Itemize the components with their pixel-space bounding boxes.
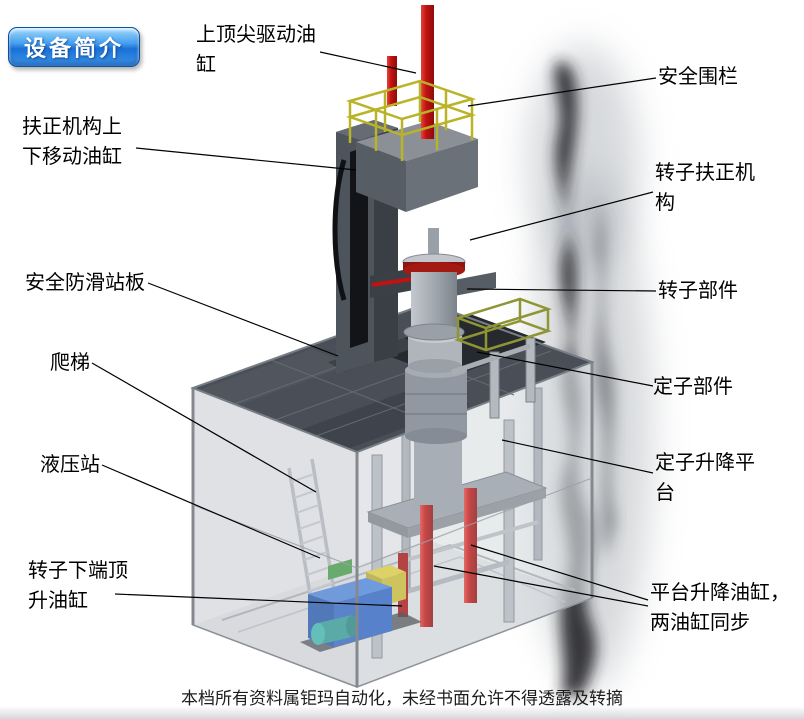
leader-lines bbox=[91, 51, 657, 607]
label-safety-antislip-plate: 安全防滑站板 bbox=[25, 272, 145, 294]
centering-cylinder-rod bbox=[387, 56, 397, 106]
column-head bbox=[356, 121, 478, 212]
title-badge-text: 设备简介 bbox=[23, 36, 124, 61]
label-top-center-drive-cylinder: 上顶尖驱动油缸 bbox=[196, 24, 316, 76]
leader-rotor-centering bbox=[469, 191, 654, 241]
safety-railing bbox=[345, 79, 477, 161]
label-safety-fence: 安全围栏 bbox=[658, 66, 738, 88]
label-hydraulic-station: 液压站 bbox=[40, 454, 100, 476]
leader-platform-cyl-1 bbox=[470, 544, 649, 601]
label-stator-lift-platform: 定子升降平台 bbox=[655, 452, 755, 504]
label-platform-lift-cylinders: 平台升降油缸，两油缸同步 bbox=[650, 582, 790, 634]
rotor-assembly bbox=[370, 228, 496, 341]
lift-frame bbox=[366, 387, 548, 659]
pit-front-walls bbox=[191, 360, 594, 689]
platform-cylinder-rod-right bbox=[464, 488, 477, 603]
leader-antislip-plate bbox=[147, 282, 339, 357]
leader-rotor-component bbox=[466, 288, 657, 292]
drive-cylinder-rods bbox=[387, 5, 434, 139]
leader-platform-cyl-2 bbox=[433, 565, 649, 607]
leader-safety-fence bbox=[467, 77, 657, 107]
footer-copyright: 本档所有资料属钜玛自动化，未经书面允许不得透露及转摘 bbox=[181, 689, 623, 708]
title-badge: 设备简介 bbox=[8, 27, 140, 67]
leader-rotor-jack bbox=[114, 593, 403, 607]
label-ladder: 爬梯 bbox=[50, 352, 90, 374]
leader-ladder bbox=[91, 362, 317, 493]
hydraulic-station-unit bbox=[300, 559, 422, 652]
leader-centering-cylinder bbox=[135, 147, 357, 171]
platform-cylinder-rod-left bbox=[420, 505, 433, 627]
label-rotor-centering-mechanism: 转子扶正机构 bbox=[655, 162, 755, 214]
leader-top-cylinder bbox=[319, 51, 417, 74]
label-stator-component: 定子部件 bbox=[653, 376, 733, 398]
bottom-shade bbox=[0, 706, 804, 719]
leader-lift-platform bbox=[501, 439, 654, 474]
top-drive-cylinder-rod bbox=[421, 5, 434, 139]
stator-assembly bbox=[405, 329, 467, 444]
leader-hydraulic-station bbox=[101, 464, 321, 559]
leader-stator-component bbox=[476, 351, 654, 387]
lift-frame-upper bbox=[451, 337, 536, 419]
label-rotor-component: 转子部件 bbox=[658, 280, 738, 302]
label-rotor-bottom-jack-cylinder: 转子下端顶升油缸 bbox=[28, 560, 128, 612]
label-centering-updown-cylinder: 扶正机构上下移动油缸 bbox=[22, 116, 122, 168]
centering-rack bbox=[454, 297, 552, 352]
